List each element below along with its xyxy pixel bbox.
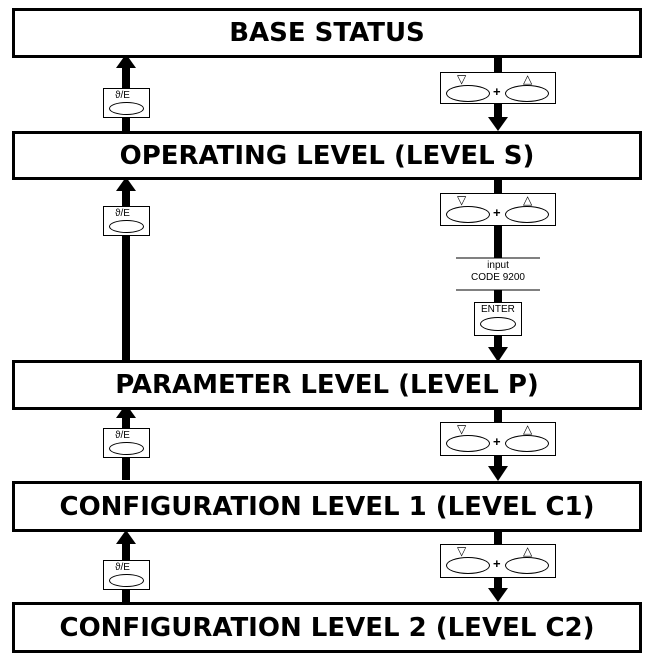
code-entry-line2: CODE 9200 <box>471 272 525 283</box>
down-key-oval <box>446 206 490 223</box>
down-arrows-right <box>488 58 508 602</box>
down-arrow-shaft-2 <box>494 180 502 193</box>
back-key-label: ϑ/E <box>115 430 130 441</box>
up-key-icon: △ <box>523 422 533 436</box>
back-key-2[interactable]: ϑ/E <box>103 206 150 236</box>
plus-sign: + <box>493 84 501 99</box>
enter-key-label: ENTER <box>481 304 515 315</box>
down-arrow-head-3 <box>488 466 508 481</box>
back-key-3[interactable]: ϑ/E <box>103 428 150 458</box>
key-button-oval <box>109 442 144 455</box>
back-key-4[interactable]: ϑ/E <box>103 560 150 590</box>
up-arrow-shaft-2 <box>122 188 130 360</box>
down-key-icon: ▽ <box>457 193 467 207</box>
down-key-icon: ▽ <box>457 544 467 558</box>
up-key-oval <box>505 435 549 452</box>
up-key-icon: △ <box>523 193 533 207</box>
key-button-oval <box>480 317 516 331</box>
enter-key[interactable]: ENTER <box>474 302 522 336</box>
level-configuration-1: CONFIGURATION LEVEL 1 (LEVEL C1) <box>12 481 642 532</box>
down-key-icon: ▽ <box>457 72 467 86</box>
down-key-icon: ▽ <box>457 422 467 436</box>
level-label: OPERATING LEVEL (LEVEL S) <box>119 140 535 171</box>
up-key-icon: △ <box>523 72 533 86</box>
up-arrows-left <box>116 54 136 602</box>
down-key-oval <box>446 557 490 574</box>
level-label: CONFIGURATION LEVEL 2 (LEVEL C2) <box>59 612 595 643</box>
up-arrow-head-1 <box>116 54 136 68</box>
down-arrow-head-2 <box>488 347 508 362</box>
key-button-oval <box>109 574 144 587</box>
down-key-oval <box>446 85 490 102</box>
up-arrow-head-2 <box>116 177 136 191</box>
down-arrow-shaft-4 <box>494 532 502 544</box>
down-up-keys-4[interactable]: ▽ + △ <box>440 544 556 578</box>
level-label: BASE STATUS <box>229 18 425 48</box>
plus-sign: + <box>493 434 501 449</box>
down-arrow-head-1 <box>488 117 508 131</box>
up-arrow-shaft-4 <box>122 540 130 560</box>
plus-sign: + <box>493 556 501 571</box>
code-entry-note: input CODE 9200 <box>446 260 550 284</box>
key-button-oval <box>109 102 144 115</box>
up-key-oval <box>505 557 549 574</box>
down-arrow-head-4 <box>488 588 508 602</box>
down-key-oval <box>446 435 490 452</box>
back-key-label: ϑ/E <box>115 90 130 101</box>
key-button-oval <box>109 220 144 233</box>
up-arrow-head-4 <box>116 530 136 544</box>
up-arrow-head-3 <box>116 404 136 418</box>
level-label: PARAMETER LEVEL (LEVEL P) <box>115 370 539 400</box>
up-key-icon: △ <box>523 544 533 558</box>
level-operating: OPERATING LEVEL (LEVEL S) <box>12 131 642 180</box>
down-arrow-shaft-1 <box>494 58 502 72</box>
up-arrow-shaft-3 <box>122 414 130 428</box>
back-key-label: ϑ/E <box>115 562 130 573</box>
up-key-oval <box>505 206 549 223</box>
down-up-keys-2[interactable]: ▽ + △ <box>440 193 556 226</box>
down-up-keys-3[interactable]: ▽ + △ <box>440 422 556 456</box>
up-key-oval <box>505 85 549 102</box>
up-arrow-shaft-1 <box>122 65 130 88</box>
plus-sign: + <box>493 205 501 220</box>
back-key-label: ϑ/E <box>115 208 130 219</box>
down-up-keys-1[interactable]: ▽ + △ <box>440 72 556 104</box>
code-entry-line1: input <box>487 260 509 271</box>
level-label: CONFIGURATION LEVEL 1 (LEVEL C1) <box>59 491 595 522</box>
level-configuration-2: CONFIGURATION LEVEL 2 (LEVEL C2) <box>12 602 642 653</box>
level-base-status: BASE STATUS <box>12 8 642 58</box>
down-arrow-shaft-3 <box>494 410 502 422</box>
back-key-1[interactable]: ϑ/E <box>103 88 150 118</box>
level-parameter: PARAMETER LEVEL (LEVEL P) <box>12 360 642 410</box>
